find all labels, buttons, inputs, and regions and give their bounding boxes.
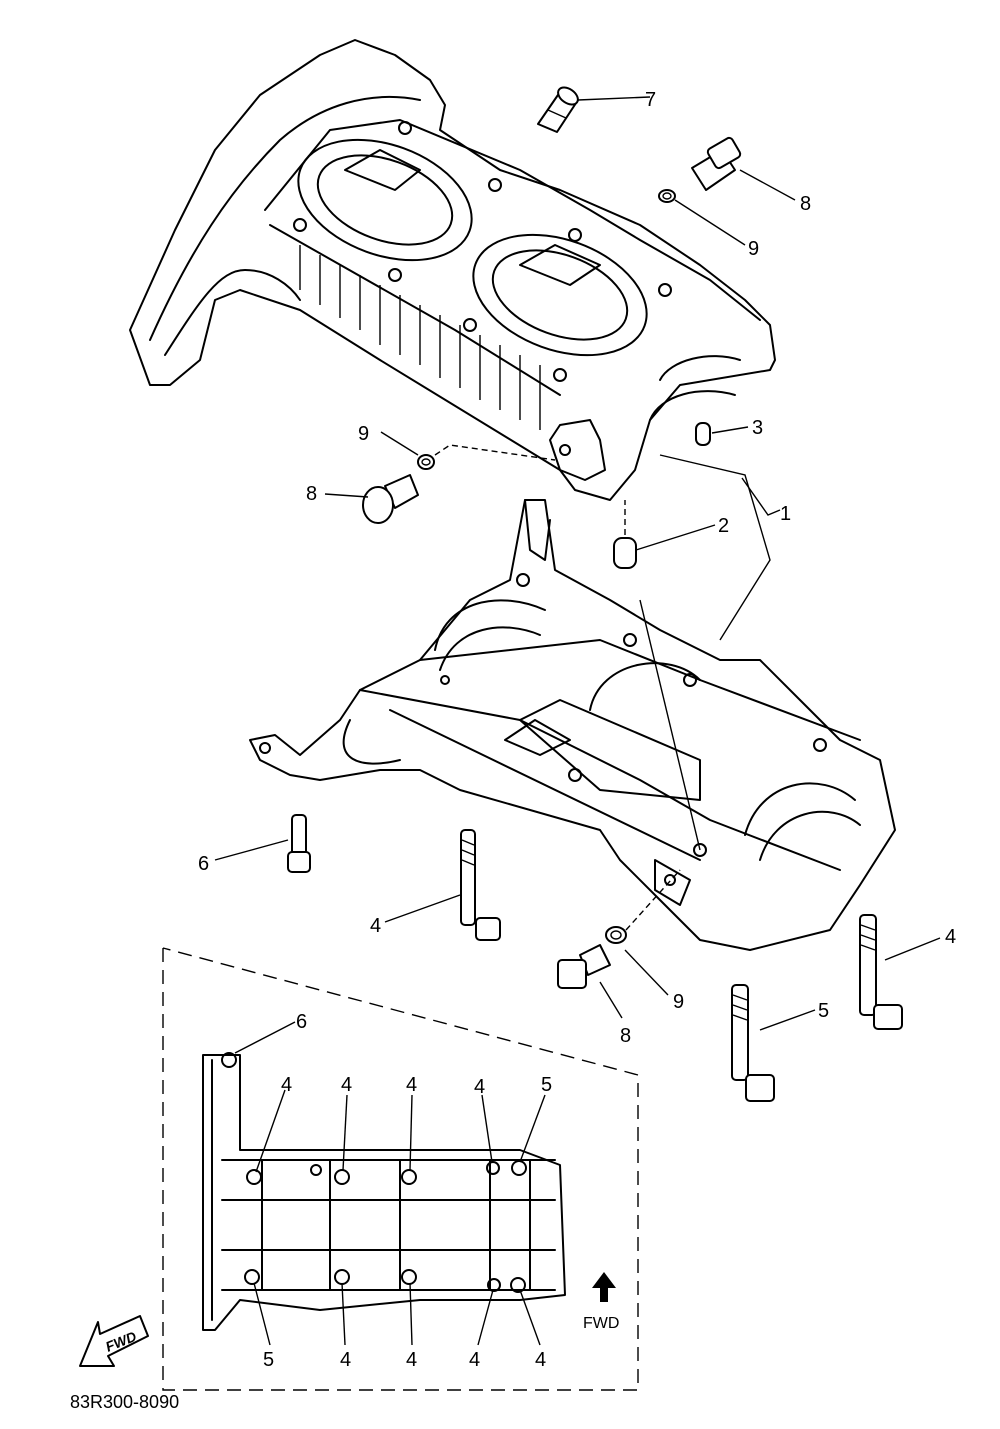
bolt-4-right xyxy=(859,914,903,1030)
fwd-arrow-badge: FWD xyxy=(79,1315,149,1367)
washer-9-mid xyxy=(417,454,435,470)
callout-9: 9 xyxy=(358,423,369,445)
diagram-code: 83R300-8090 xyxy=(70,1392,179,1412)
washer-9-top xyxy=(658,189,676,203)
inset-label-5: 5 xyxy=(541,1074,552,1096)
inset-bottom-view: 6 4 4 4 4 5 5 4 4 4 4 FWD xyxy=(162,947,639,1391)
inset-label-6: 6 xyxy=(296,1011,307,1033)
callout-4: 4 xyxy=(370,915,381,937)
upper-crankcase xyxy=(129,39,776,501)
bolt-7 xyxy=(537,86,579,133)
callout-1: 1 xyxy=(780,503,791,525)
inset-label-4: 4 xyxy=(535,1349,546,1371)
inset-label-4: 4 xyxy=(406,1349,417,1371)
fwd-arrow-icon xyxy=(79,1315,149,1367)
callout-9: 9 xyxy=(748,238,759,260)
inset-label-4: 4 xyxy=(474,1076,485,1098)
bolt-6 xyxy=(287,814,311,873)
inset-label-4: 4 xyxy=(406,1074,417,1096)
callout-7: 7 xyxy=(645,89,656,111)
callout-8: 8 xyxy=(800,193,811,215)
callout-4: 4 xyxy=(945,926,956,948)
fwd-up-arrow-icon xyxy=(592,1272,616,1302)
callout-9: 9 xyxy=(673,991,684,1013)
bolt-4-center xyxy=(460,829,501,941)
bolt-5 xyxy=(731,984,775,1102)
lower-crankcase xyxy=(249,499,896,951)
callout-6: 6 xyxy=(198,853,209,875)
inset-label-5: 5 xyxy=(263,1349,274,1371)
bolt-8-mid xyxy=(362,474,419,524)
bolt-8-top xyxy=(691,136,742,191)
leader-lines xyxy=(214,96,941,1031)
callouts: 7 8 9 3 9 8 2 1 6 4 4 9 8 5 xyxy=(198,89,956,1047)
callout-5: 5 xyxy=(818,1000,829,1022)
inset-label-4: 4 xyxy=(341,1074,352,1096)
inset-label-4: 4 xyxy=(340,1349,351,1371)
callout-8: 8 xyxy=(620,1025,631,1047)
washer-9-bottom xyxy=(605,926,627,944)
inset-label-4: 4 xyxy=(281,1074,292,1096)
callout-3: 3 xyxy=(752,417,763,439)
inset-label-4: 4 xyxy=(469,1349,480,1371)
callout-8: 8 xyxy=(306,483,317,505)
inset-fwd-label: FWD xyxy=(583,1315,619,1332)
callout-2: 2 xyxy=(718,515,729,537)
bolt-8-bottom xyxy=(557,944,611,989)
